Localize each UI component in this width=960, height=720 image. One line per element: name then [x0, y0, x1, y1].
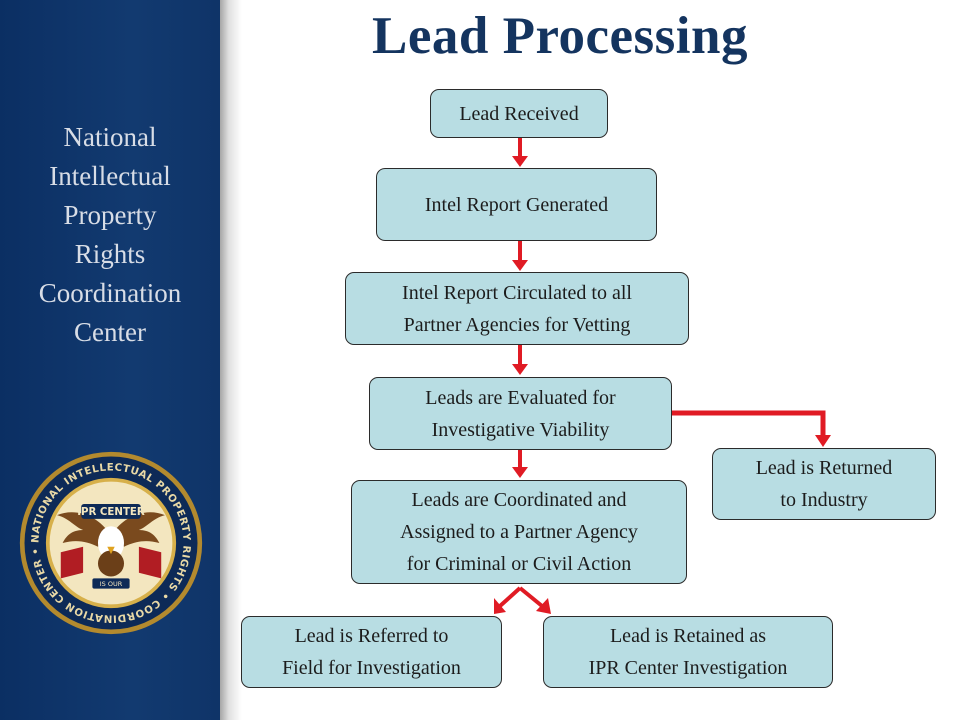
node-label: Lead is Referred to	[294, 625, 449, 647]
arrow-received-to-intel	[512, 138, 528, 167]
arrow-evaluated-to-returned	[672, 410, 831, 447]
org-line: Intellectual	[49, 161, 171, 191]
node-label: Intel Report Generated	[424, 193, 609, 216]
page-title: Lead Processing	[371, 7, 749, 65]
node-label: Assigned to a Partner Agency	[400, 521, 638, 543]
node-label: Leads are Evaluated for	[425, 386, 616, 409]
arrow-evaluated-to-coordinated	[512, 450, 528, 478]
arrow-coordinated-to-referred	[494, 586, 522, 614]
arrow-intel-to-circulated	[512, 241, 528, 271]
node-label: Intel Report Circulated to all	[402, 281, 632, 304]
node-intel-report-generated: Intel Report Generated	[376, 168, 657, 241]
org-line: National	[63, 122, 157, 152]
ipr-center-seal-logo: NATIONAL INTELLECTUAL PROPERTY RIGHTS • …	[19, 451, 203, 635]
svg-text:IPR CENTER: IPR CENTER	[77, 507, 145, 518]
node-label: Investigative Viability	[431, 418, 610, 441]
svg-text:IS OUR: IS OUR	[100, 580, 123, 588]
organization-name: National Intellectual Property Rights Co…	[0, 118, 220, 352]
node-lead-received: Lead Received	[430, 89, 608, 138]
arrow-coordinated-to-retained	[518, 586, 551, 614]
node-label: Partner Agencies for Vetting	[403, 313, 631, 336]
node-leads-evaluated: Leads are Evaluated for Investigative Vi…	[369, 377, 672, 450]
node-label: IPR Center Investigation	[588, 657, 788, 679]
node-label: Lead Received	[459, 102, 579, 125]
node-lead-returned: Lead is Returned to Industry	[712, 448, 936, 520]
node-lead-retained: Lead is Retained as IPR Center Investiga…	[543, 616, 833, 688]
node-report-circulated: Intel Report Circulated to all Partner A…	[345, 272, 689, 345]
node-leads-coordinated: Leads are Coordinated and Assigned to a …	[351, 480, 687, 584]
node-label: Lead is Retained as	[609, 625, 767, 647]
sidebar-shadow	[220, 0, 242, 720]
org-line: Coordination	[38, 278, 182, 308]
org-line: Center	[74, 317, 146, 347]
org-line: Property	[63, 200, 157, 230]
node-label: Field for Investigation	[282, 657, 461, 679]
org-line: Rights	[74, 239, 146, 269]
node-label: for Criminal or Civil Action	[406, 553, 632, 575]
node-label: Lead is Returned	[755, 457, 893, 479]
node-label: to Industry	[780, 489, 868, 511]
arrow-circulated-to-evaluated	[512, 345, 528, 375]
node-label: Leads are Coordinated and	[411, 489, 627, 511]
node-lead-referred: Lead is Referred to Field for Investigat…	[241, 616, 502, 688]
